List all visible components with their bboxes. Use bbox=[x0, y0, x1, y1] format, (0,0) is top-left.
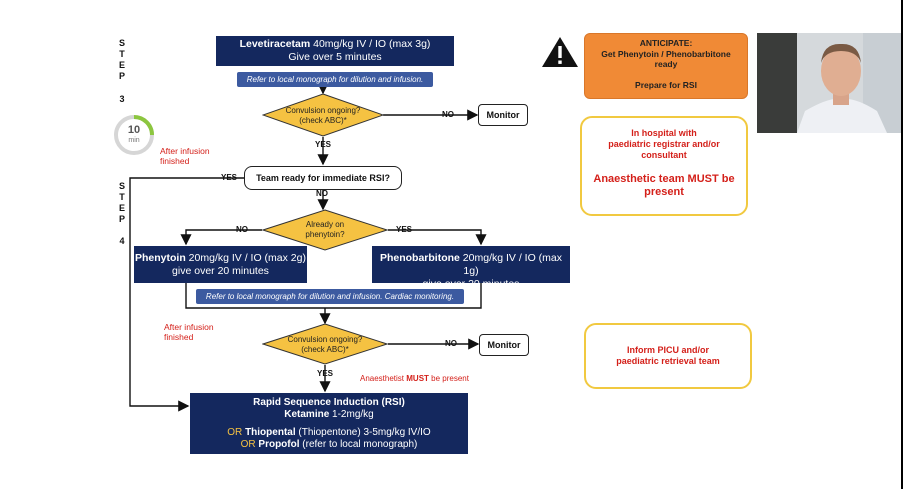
label-no-1: NO bbox=[442, 110, 454, 119]
phenobarbitone-dose: 20mg/kg IV / IO (max 1g) bbox=[459, 252, 563, 277]
picu-line1: Inform PICU and/or bbox=[626, 345, 709, 355]
step-4-number: 4 bbox=[119, 236, 125, 246]
levetiracetam-duration: Give over 5 minutes bbox=[288, 51, 382, 63]
hospital-must: Anaesthetic team MUST be present bbox=[593, 173, 735, 198]
decision-2-line1: Convulsion ongoing? bbox=[287, 335, 363, 344]
already-phenytoin-line1: Already on bbox=[305, 220, 345, 229]
warning-icon bbox=[542, 37, 578, 67]
label-no-team: NO bbox=[316, 189, 328, 198]
label-yes-2: YES bbox=[317, 369, 334, 378]
rsi-title: Rapid Sequence Induction (RSI) bbox=[253, 397, 405, 408]
monograph-note-2: Refer to local monograph for dilution an… bbox=[196, 289, 464, 304]
label-no-2: NO bbox=[445, 339, 457, 348]
hospital-line3: consultant bbox=[641, 150, 687, 160]
phenytoin-drug: Phenytoin bbox=[135, 252, 186, 264]
phenobarbitone-duration: give over 20 minutes bbox=[422, 278, 520, 290]
hospital-line2: paediatric registrar and/or bbox=[608, 139, 720, 149]
levetiracetam-drug: Levetiracetam bbox=[239, 38, 311, 50]
decision-2-text: Convulsion ongoing? (check ABC)* bbox=[262, 335, 388, 355]
levetiracetam-box: Levetiracetam 40mg/kg IV / IO (max 3g) G… bbox=[216, 36, 454, 66]
decision-1-line1: Convulsion ongoing? bbox=[285, 106, 361, 115]
rsi-thiopental: Thiopental bbox=[245, 427, 296, 438]
rsi-or-1: OR bbox=[227, 427, 246, 438]
rsi-propofol: Propofol bbox=[258, 439, 300, 450]
after-infusion-note-1: After infusion finished bbox=[160, 146, 210, 166]
anticipate-line4: Prepare for RSI bbox=[635, 79, 697, 90]
decision-1-line2: (check ABC)* bbox=[299, 116, 347, 125]
team-ready-box: Team ready for immediate RSI? bbox=[244, 166, 402, 190]
after-infusion-note-2: After infusion finished bbox=[164, 322, 214, 342]
already-phenytoin-text: Already on phenytoin? bbox=[262, 220, 388, 240]
timer-value: 10 bbox=[127, 124, 141, 136]
rsi-thiopental-rest: (Thiopentone) 3-5mg/kg IV/IO bbox=[295, 427, 431, 438]
rsi-ketamine-dose: 1-2mg/kg bbox=[329, 409, 374, 420]
rsi-box: Rapid Sequence Induction (RSI) Ketamine … bbox=[190, 393, 468, 454]
anaesthetist-note-post: be present bbox=[428, 374, 469, 383]
anaesthetist-note-must: MUST bbox=[406, 374, 429, 383]
hospital-line1: In hospital with bbox=[631, 128, 697, 138]
decision-1-text: Convulsion ongoing? (check ABC)* bbox=[262, 106, 384, 126]
decision-diamond-2 bbox=[262, 323, 388, 365]
timer-unit: min bbox=[128, 137, 140, 144]
anaesthetist-note-pre: Anaesthetist bbox=[360, 374, 407, 383]
step-4-letters: S T E P bbox=[118, 181, 125, 224]
step-3-letters: S T E P bbox=[118, 38, 125, 81]
phenobarbitone-box: Phenobarbitone 20mg/kg IV / IO (max 1g) … bbox=[372, 246, 570, 290]
decision-diamond-1 bbox=[262, 93, 384, 137]
step-3-number: 3 bbox=[119, 94, 125, 104]
phenytoin-dose: 20mg/kg IV / IO (max 2g) bbox=[185, 252, 306, 264]
picu-line2: paediatric retrieval team bbox=[616, 356, 720, 366]
monitor-box-2: Monitor bbox=[479, 334, 529, 356]
phenytoin-duration: give over 20 minutes bbox=[172, 265, 269, 277]
hospital-box: In hospital with paediatric registrar an… bbox=[580, 116, 748, 216]
timer-icon: 10 min bbox=[113, 114, 155, 156]
picu-box: Inform PICU and/or paediatric retrieval … bbox=[584, 323, 752, 389]
anticipate-title: ANTICIPATE: bbox=[639, 38, 693, 48]
monograph-note-1: Refer to local monograph for dilution an… bbox=[237, 72, 433, 87]
anticipate-line3: ready bbox=[654, 59, 678, 69]
rsi-ketamine: Ketamine bbox=[284, 409, 330, 420]
presenter-image bbox=[757, 33, 903, 133]
rsi-or-2: OR bbox=[240, 439, 259, 450]
label-yes-right: YES bbox=[396, 225, 413, 234]
levetiracetam-dose: 40mg/kg IV / IO (max 3g) bbox=[310, 38, 431, 50]
anaesthetist-note: Anaesthetist MUST be present bbox=[360, 374, 469, 383]
decision-2-line2: (check ABC)* bbox=[301, 345, 349, 354]
rsi-propofol-rest: (refer to local monograph) bbox=[299, 439, 418, 450]
label-yes-left: YES bbox=[221, 173, 238, 182]
anticipate-box: ANTICIPATE: Get Phenytoin / Phenobarbito… bbox=[584, 33, 748, 99]
already-phenytoin-line2: phenytoin? bbox=[305, 230, 345, 239]
phenytoin-box: Phenytoin 20mg/kg IV / IO (max 2g) give … bbox=[134, 246, 307, 283]
window-edge bbox=[901, 0, 903, 489]
monitor-box-1: Monitor bbox=[478, 104, 528, 126]
decision-diamond-phenytoin bbox=[262, 209, 388, 251]
phenobarbitone-drug: Phenobarbitone bbox=[379, 252, 460, 264]
label-no-left: NO bbox=[236, 225, 248, 234]
presenter-video bbox=[757, 33, 903, 133]
label-yes-1: YES bbox=[315, 140, 332, 149]
anticipate-line2: Get Phenytoin / Phenobarbitone bbox=[601, 48, 731, 59]
